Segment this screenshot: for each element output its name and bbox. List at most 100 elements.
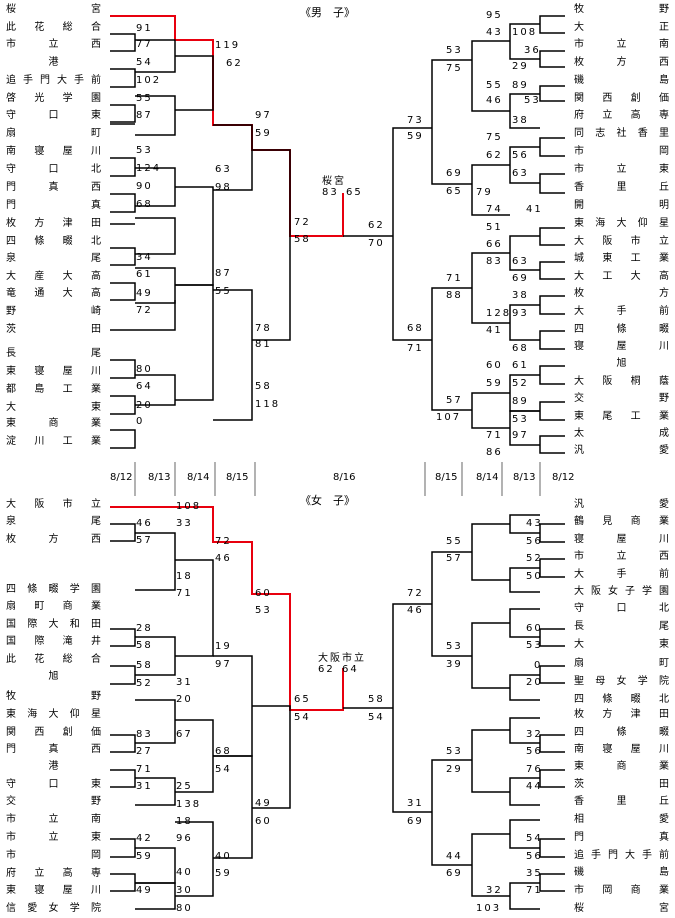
bracket-line	[509, 791, 540, 806]
men-right-score: 53	[524, 95, 541, 106]
date-label: 8/15	[435, 472, 458, 483]
bracket-line	[539, 59, 565, 68]
men-left-team: 守口北	[6, 164, 101, 175]
men-right-team: 大阪市立	[574, 236, 669, 247]
men-left-score: 34	[136, 252, 153, 263]
bracket-line	[509, 580, 540, 593]
women-right-score: 76	[526, 764, 543, 775]
women-right-score: 35	[526, 868, 543, 879]
bracket-line	[175, 55, 214, 83]
men-right-score: 53	[446, 45, 463, 56]
women-left-team: 国際大和田	[6, 619, 101, 630]
bracket-line	[213, 755, 253, 807]
bracket-line	[135, 236, 176, 255]
men-left-score: 91	[136, 23, 153, 34]
bracket-line	[110, 838, 136, 848]
bracket-line	[509, 896, 540, 910]
women-left-score: 27	[136, 746, 153, 757]
bracket-line	[110, 203, 136, 213]
men-left-score: 72	[136, 305, 153, 316]
women-left-team: 旭	[48, 671, 59, 682]
bracket-line	[539, 24, 565, 34]
women-right-team: 南寝屋川	[574, 744, 669, 755]
women-left-team: 東寝屋川	[6, 885, 101, 896]
women-left-score: 40	[176, 867, 193, 878]
men-left-team: 淀川工業	[6, 436, 101, 447]
women-left-team: 守口東	[6, 779, 101, 790]
men-right-score: 38	[512, 290, 529, 301]
date-label: 8/12	[110, 472, 133, 483]
bracket-line	[110, 675, 136, 685]
women-left-team: 市立東	[6, 832, 101, 843]
women-right-score: 103	[476, 903, 502, 914]
men-left-team: 此花総合	[6, 22, 101, 33]
women-left-team: 枚方西	[6, 534, 101, 545]
bracket-line	[110, 247, 136, 257]
bracket-line	[509, 146, 540, 165]
women-left-team: 港	[48, 761, 59, 772]
men-right-score: 65	[446, 186, 463, 197]
men-right-team: 市立南	[574, 39, 669, 50]
bracket-line	[509, 524, 540, 534]
bracket-line	[431, 604, 472, 657]
bracket-line	[509, 819, 540, 834]
men-left-team: 追手門大手前	[6, 75, 101, 86]
bracket-line	[539, 365, 565, 375]
men-right-score: 62	[486, 150, 503, 161]
men-left-score: 72	[294, 217, 311, 228]
bracket-line	[135, 777, 176, 792]
women-right-score: 69	[407, 816, 424, 827]
men-right-score: 46	[486, 95, 503, 106]
men-left-score: 59	[255, 128, 272, 139]
bracket-line	[135, 115, 176, 136]
bracket-line	[471, 164, 510, 190]
women-left-score: 138	[176, 799, 202, 810]
bracket-line	[110, 78, 136, 88]
bracket-line	[213, 807, 253, 859]
bracket-line	[110, 665, 136, 675]
men-left-team: 門真西	[6, 182, 101, 193]
women-left-score: 108	[176, 501, 202, 512]
bracket-line	[539, 533, 565, 543]
women-left-score: 72	[215, 536, 232, 547]
men-left-score: 119	[215, 40, 241, 51]
women-right-score: 71	[526, 885, 543, 896]
women-right-score: 54	[526, 833, 543, 844]
men-left-team: 南寝屋川	[6, 146, 101, 157]
bracket-line	[213, 655, 253, 706]
women-left-team: 市立南	[6, 814, 101, 825]
date-label: 8/14	[187, 472, 210, 483]
bracket-line	[135, 561, 176, 591]
bracket-line	[252, 705, 291, 757]
men-right-score: 59	[486, 378, 503, 389]
women-left-score: 60	[255, 816, 272, 827]
date-label: 8/15	[226, 472, 249, 483]
bracket-line	[392, 708, 432, 813]
bracket-line	[539, 674, 565, 684]
women-right-team: 門真	[574, 832, 669, 843]
men-section-title: 《男 子》	[300, 6, 355, 19]
women-right-team: 磯島	[574, 867, 669, 878]
bracket-line	[539, 411, 565, 421]
bracket-line	[471, 252, 510, 288]
bracket-line	[135, 699, 176, 722]
women-left-score: 96	[176, 833, 193, 844]
bracket-line	[509, 623, 540, 638]
bracket-line	[110, 282, 136, 292]
women-left-score: 49	[255, 798, 272, 809]
men-right-score: 53	[512, 414, 529, 425]
bracket-line	[539, 295, 565, 305]
men-right-score: 62	[368, 220, 385, 231]
women-right-team: 市岡商業	[574, 885, 669, 896]
women-right-score: 0	[534, 660, 543, 671]
men-left-team: 桜宮	[6, 4, 101, 15]
women-right-team: 四條畷	[574, 727, 669, 738]
men-right-score: 93	[512, 308, 529, 319]
bracket-line	[471, 655, 510, 689]
bracket-line	[539, 15, 565, 25]
bracket-line	[135, 896, 176, 910]
men-right-team: 寝屋川	[574, 341, 669, 352]
bracket-line	[509, 23, 540, 42]
bracket-line	[110, 769, 136, 779]
bracket-line	[135, 656, 176, 676]
